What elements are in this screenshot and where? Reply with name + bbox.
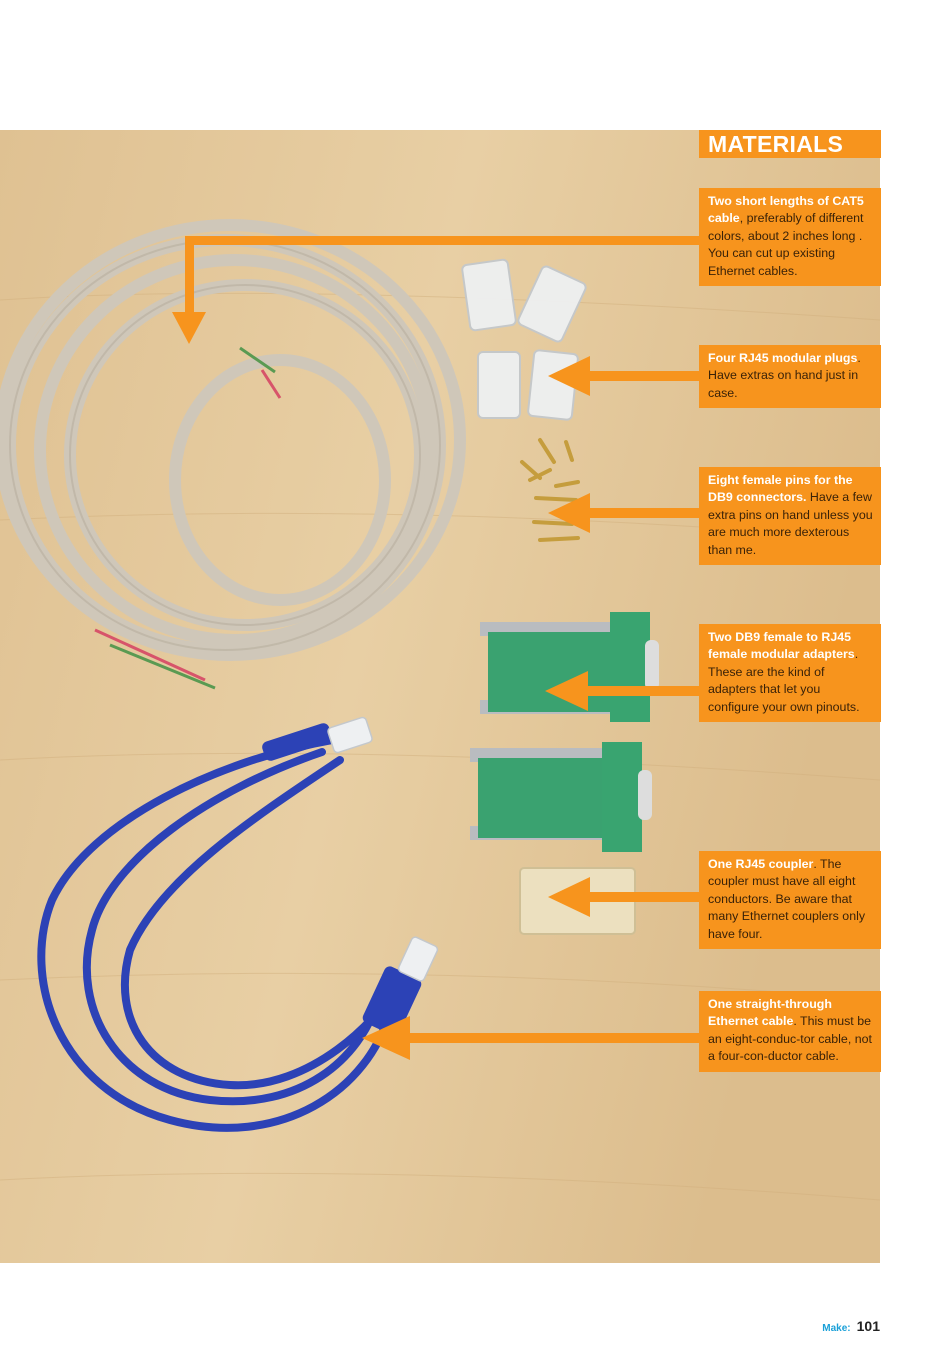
- callout-db9-adapters: Two DB9 female to RJ45 female modular ad…: [699, 624, 881, 723]
- page-number: 101: [856, 1318, 880, 1334]
- page-footer: Make: 101: [822, 1318, 880, 1334]
- callout-body: . Have extras on hand just in case.: [708, 351, 861, 400]
- callout-ethernet-cable: One straight-through Ethernet cable. Thi…: [699, 991, 881, 1072]
- magazine-brand: Make:: [822, 1323, 851, 1334]
- materials-title: MATERIALS: [699, 130, 881, 158]
- callout-rj45-plugs: Four RJ45 modular plugs. Have extras on …: [699, 345, 881, 409]
- callout-title: One RJ45 coupler: [708, 857, 814, 871]
- callout-title: Eight female pins for the DB9 connectors…: [708, 473, 853, 505]
- callout-body: Have a few extra pins on hand unless you…: [708, 490, 873, 557]
- callout-body: , preferably of different colors, about …: [708, 211, 864, 278]
- callout-cat5-cable: Two short lengths of CAT5 cable, prefera…: [699, 188, 881, 287]
- callout-title: One straight-through Ethernet cable: [708, 997, 832, 1029]
- callout-db9-pins: Eight female pins for the DB9 connectors…: [699, 467, 881, 566]
- callout-body: . These are the kind of adapters that le…: [708, 647, 860, 714]
- callout-rj45-coupler: One RJ45 coupler. The coupler must have …: [699, 851, 881, 950]
- callout-title: Two short lengths of CAT5 cable: [708, 194, 864, 226]
- callout-body: . The coupler must have all eight conduc…: [708, 857, 866, 941]
- arrow-icon: [172, 236, 700, 1060]
- callout-body: . This must be an eight-conduc-tor cable…: [708, 1014, 872, 1064]
- callout-title: Two DB9 female to RJ45 female modular ad…: [708, 630, 855, 662]
- callout-title: Four RJ45 modular plugs: [708, 351, 858, 365]
